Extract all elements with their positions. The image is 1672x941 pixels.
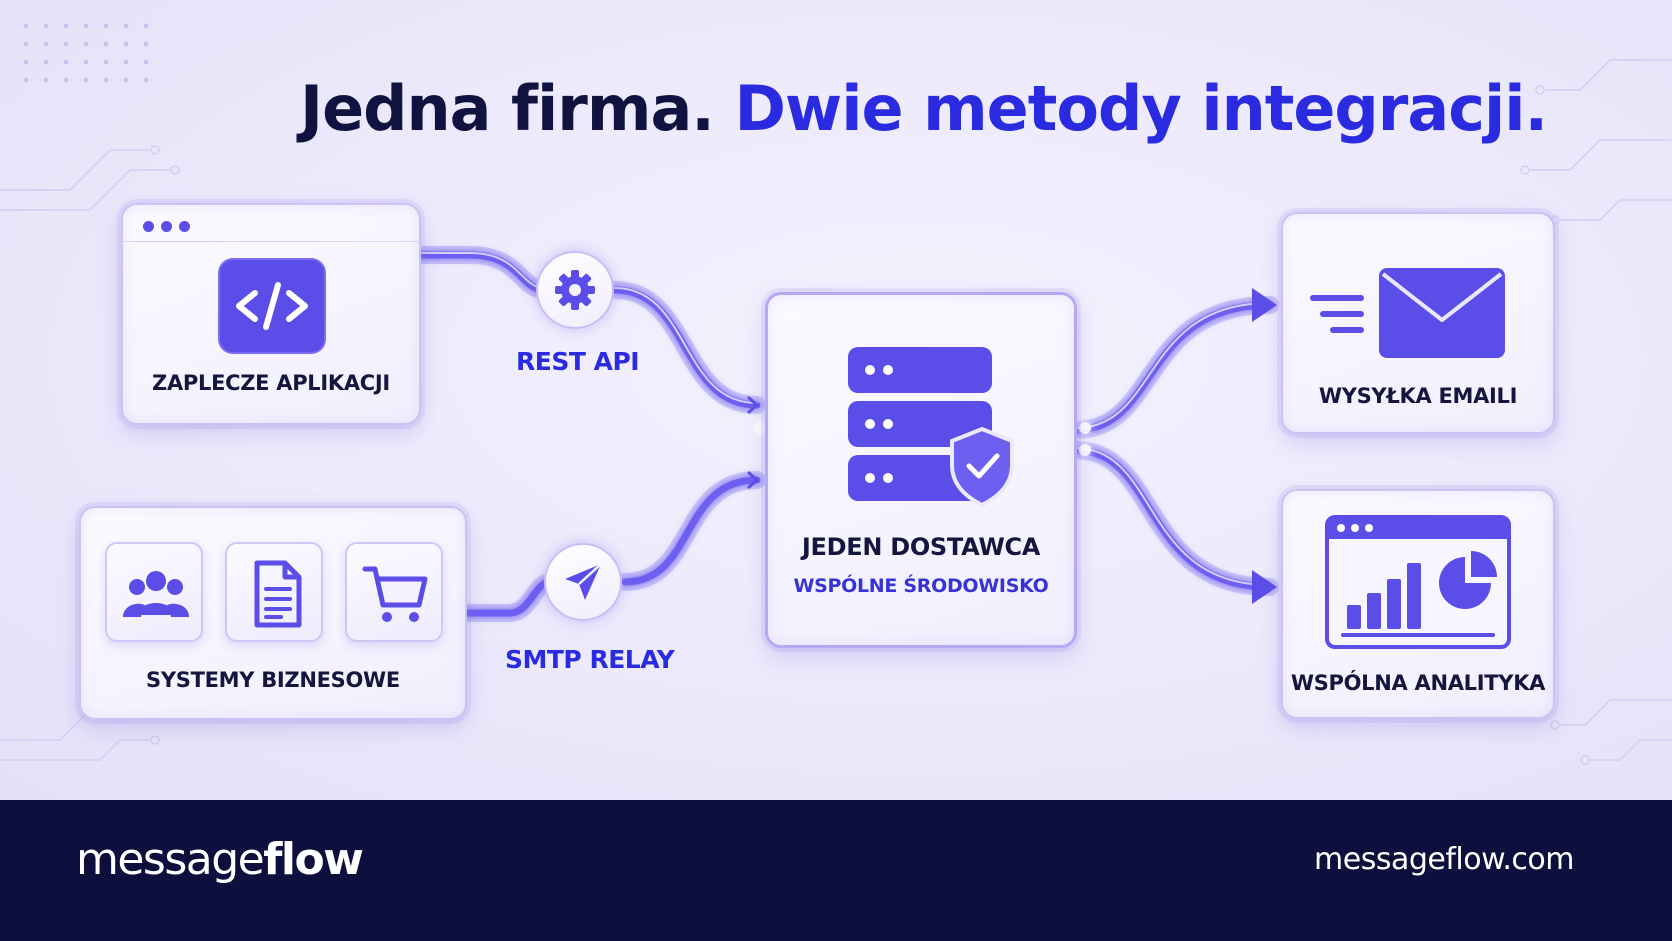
brand-logo: messageflow [76,834,364,885]
shared-analytics-label: WSPÓLNA ANALITYKA [1290,671,1546,695]
cart-icon [362,566,428,622]
document-icon [254,560,302,628]
card-divider [123,241,419,242]
rest-api-node [536,251,614,329]
gear-icon [555,270,595,310]
app-backend-card: ZAPLECZE APLIKACJI [121,203,421,425]
app-backend-label: ZAPLECZE APLIKACJI [152,371,390,395]
brand-logo-bold: flow [263,834,364,885]
provider-hub-card: JEDEN DOSTAWCA WSPÓLNE ŚRODOWISKO [765,292,1077,648]
rest-api-label: REST API [516,347,640,376]
email-sending-card: WYSYŁKA EMAILI [1281,212,1555,434]
paper-plane-icon [565,563,602,600]
analytics-icon [1325,515,1511,649]
users-tile [105,542,203,642]
headline: Jedna firma. Dwie metody integracji. [300,72,1600,145]
brand-logo-light: message [76,834,265,885]
smtp-relay-label: SMTP RELAY [505,645,675,674]
document-tile [225,542,323,642]
smtp-relay-node [544,543,622,621]
window-dots [143,221,190,232]
business-systems-card: SYSTEMY BIZNESOWE [79,506,467,720]
headline-part-2: Dwie metody integracji. [734,72,1548,145]
code-icon [218,258,326,354]
email-sending-label: WYSYŁKA EMAILI [1318,384,1518,408]
server-shield-icon [848,347,1014,508]
footer-bar: messageflow messageflow.com [0,800,1672,941]
shared-analytics-card: WSPÓLNA ANALITYKA [1281,489,1555,719]
cart-tile [345,542,443,642]
provider-subtitle: WSPÓLNE ŚRODOWISKO [793,575,1049,597]
website-url[interactable]: messageflow.com [1314,842,1574,877]
background-decoration [0,23,1672,765]
provider-title: JEDEN DOSTAWCA [801,533,1041,561]
users-icon [123,571,189,617]
envelope-icon [1310,268,1505,358]
headline-part-1: Jedna firma. [300,72,715,145]
business-systems-label: SYSTEMY BIZNESOWE [146,668,400,692]
diagram-stage: Jedna firma. Dwie metody integracji. ZAP… [0,0,1672,800]
